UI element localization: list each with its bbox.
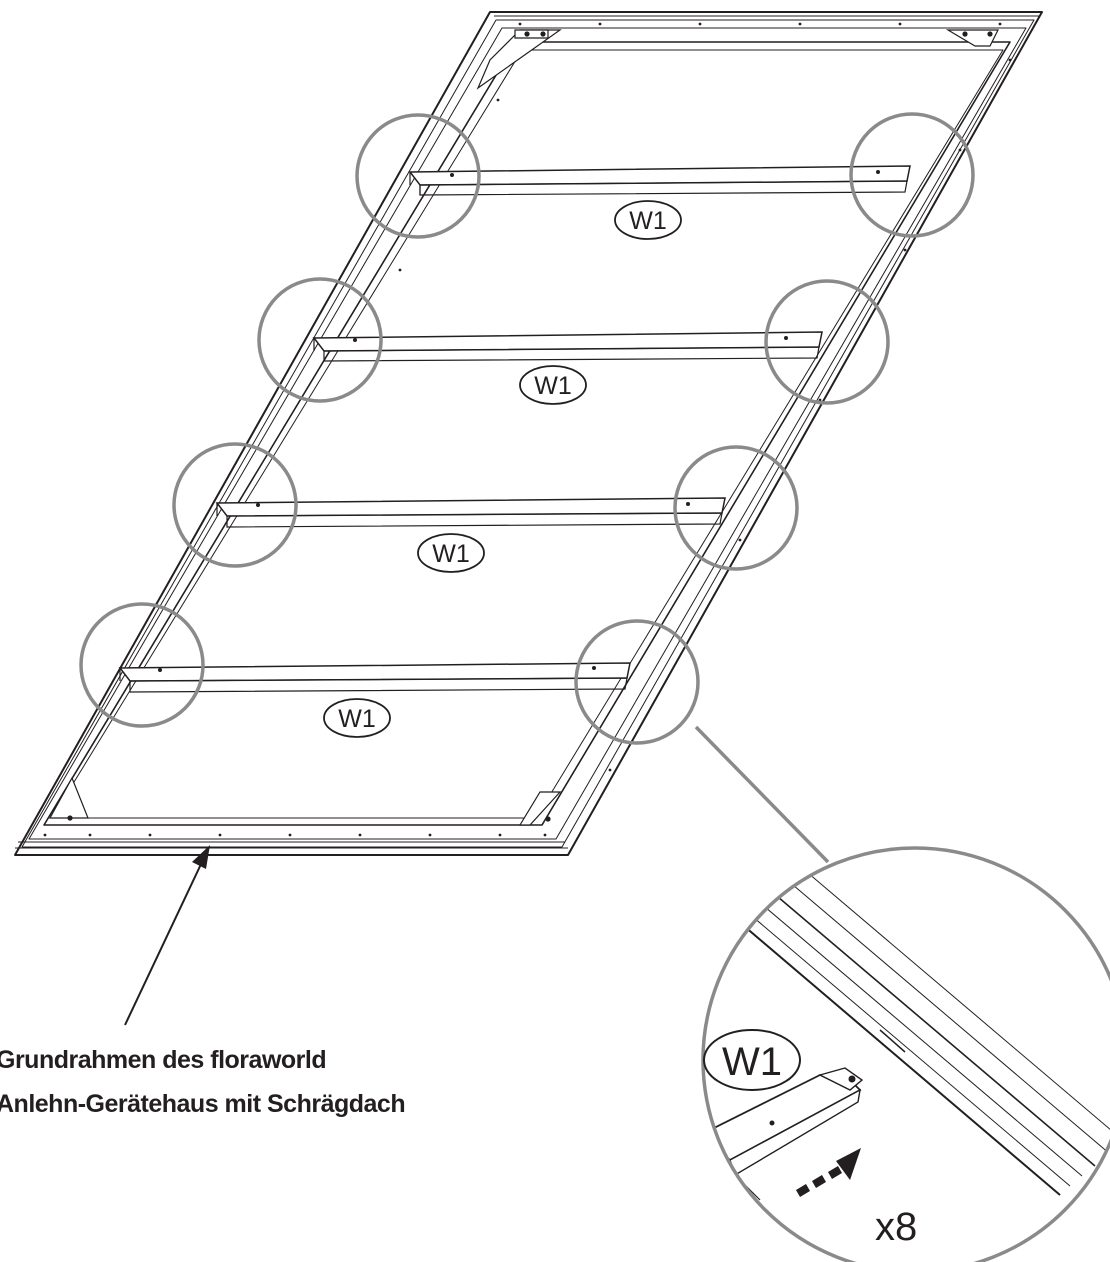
part-label-w1: W1 [614,200,682,240]
part-label-w1: W1 [519,365,587,405]
svg-text:W1: W1 [722,1040,782,1084]
part-label-w1: W1 [323,698,391,738]
joint-circle [764,279,890,405]
joint-circle [172,442,298,568]
cross-rail-4 [118,662,631,693]
frame-holes [43,22,1012,837]
svg-text:Grundrahmen des floraworld: Grundrahmen des floraworld [0,1046,326,1074]
svg-text:W1: W1 [338,705,376,733]
insert-direction-arrow [796,1148,861,1197]
svg-text:Anlehn-Gerätehaus mit Schrägda: Anlehn-Gerätehaus mit Schrägdach [0,1090,405,1118]
detail-magnifier: W1 x8 [701,846,1110,1262]
cross-rail-1 [408,165,911,196]
detail-connector-line [694,725,830,864]
joint-circle [79,602,205,728]
joint-circle [673,445,799,571]
detail-part-label: W1 [703,1029,801,1091]
joint-circle [355,113,481,239]
svg-text:W1: W1 [534,372,572,400]
joint-circle [849,112,975,238]
part-labels: W1 W1 W1 W1 [323,200,682,738]
joint-highlight-circles [79,112,975,745]
base-frame [14,11,1043,856]
quantity-label: x8 [875,1205,917,1249]
corner-brackets [48,29,999,826]
joint-circle [257,277,383,403]
svg-text:W1: W1 [629,207,667,235]
svg-text:W1: W1 [432,540,470,568]
cross-rail-3 [215,497,726,528]
joint-circle [574,619,700,745]
leader-arrow [124,845,210,1026]
cross-rail-2 [312,331,823,362]
frame-caption: Grundrahmen des floraworld Anlehn-Geräte… [0,1046,406,1118]
part-label-w1: W1 [417,533,485,573]
